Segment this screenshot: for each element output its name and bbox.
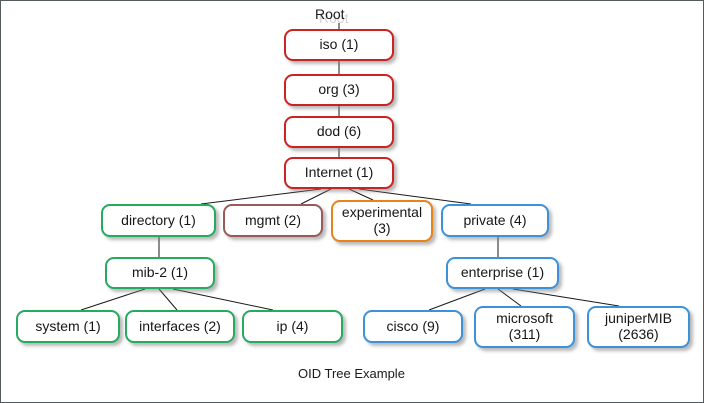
tree-node-org[interactable]: org (3) [284, 74, 394, 106]
tree-node-experimental[interactable]: experimental(3) [331, 200, 433, 242]
tree-node-label-cisco: cisco (9) [386, 317, 440, 334]
tree-node-label-private: private (4) [463, 211, 527, 228]
tree-node-cisco[interactable]: cisco (9) [363, 310, 463, 343]
tree-node-label-mgmt: mgmt (2) [245, 211, 301, 228]
tree-node-private[interactable]: private (4) [441, 204, 549, 237]
edge-internet-to-directory [200, 188, 322, 205]
edge-enterprise-to-microsoft [497, 288, 522, 307]
tree-node-label-dod: dod (6) [316, 123, 362, 140]
tree-node-ip[interactable]: ip (4) [242, 310, 343, 343]
tree-node-label-microsoft: microsoft(311) [496, 310, 553, 342]
tree-node-mgmt[interactable]: mgmt (2) [223, 204, 323, 237]
tree-node-label-directory: directory (1) [121, 211, 196, 228]
tree-node-label-system: system (1) [35, 317, 101, 334]
tree-node-label-internet: Internet (1) [304, 164, 374, 181]
tree-node-label-iso: iso (1) [319, 36, 359, 53]
edge-enterprise-to-juniperMIB [512, 288, 620, 307]
tree-node-internet[interactable]: Internet (1) [284, 157, 394, 189]
edge-mib2-to-ip [172, 288, 274, 311]
tree-node-label-enterprise: enterprise (1) [460, 264, 545, 281]
tree-node-directory[interactable]: directory (1) [101, 204, 216, 237]
edge-mib2-to-system [80, 288, 146, 311]
tree-node-juniperMIB[interactable]: juniperMIB(2636) [587, 306, 690, 348]
edge-internet-to-experimental [348, 188, 374, 201]
tree-node-label-interfaces: interfaces (2) [139, 317, 221, 334]
tree-node-label-mib2: mib-2 (1) [131, 264, 188, 281]
edge-internet-to-mgmt [300, 188, 332, 205]
tree-node-mib2[interactable]: mib-2 (1) [105, 257, 215, 289]
tree-node-interfaces[interactable]: interfaces (2) [125, 310, 235, 343]
tree-node-label-ip: ip (4) [276, 317, 309, 334]
tree-node-enterprise[interactable]: enterprise (1) [446, 257, 559, 289]
edge-mib2-to-interfaces [158, 288, 178, 311]
tree-node-iso[interactable]: iso (1) [284, 29, 394, 61]
tree-node-system[interactable]: system (1) [16, 310, 120, 343]
tree-node-dod[interactable]: dod (6) [284, 116, 394, 148]
figure-caption: OID Tree Example [298, 366, 405, 381]
tree-node-label-experimental: experimental(3) [341, 204, 423, 236]
tree-node-microsoft[interactable]: microsoft(311) [474, 306, 575, 348]
root-label: Root [315, 6, 345, 22]
tree-node-label-juniperMIB: juniperMIB(2636) [605, 310, 672, 342]
tree-node-label-org: org (3) [318, 81, 360, 98]
